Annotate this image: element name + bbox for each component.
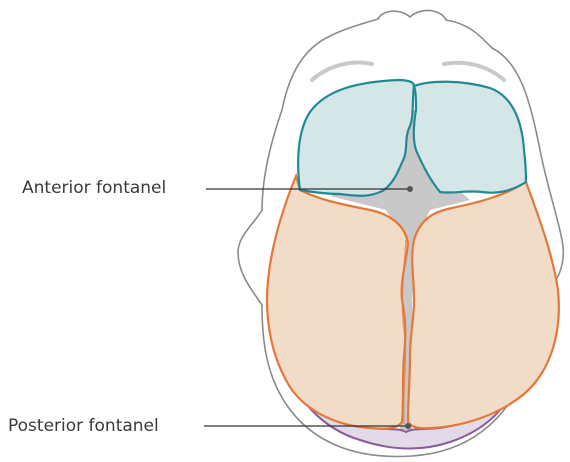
posterior-fontanel-dot [405,423,411,429]
anterior-fontanel-dot [407,186,413,192]
parietal-bone-right [408,182,559,428]
anterior-fontanel-label: Anterior fontanel [22,180,166,197]
posterior-fontanel-label: Posterior fontanel [8,418,159,435]
